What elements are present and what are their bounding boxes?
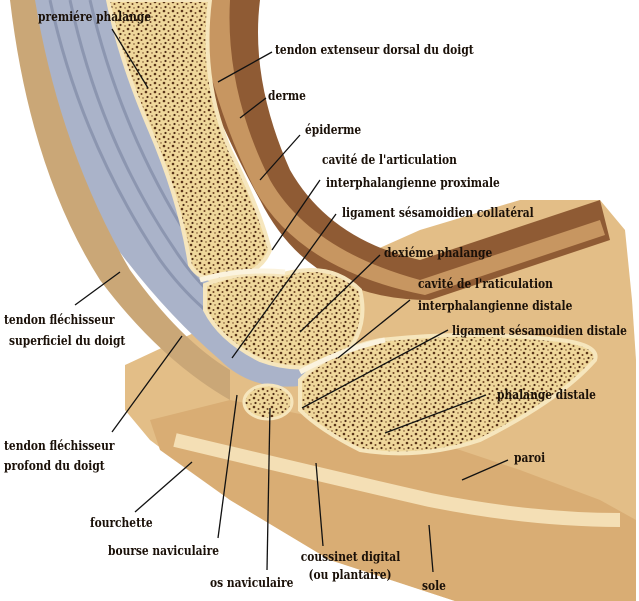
label-tendon-extenseur: tendon extenseur dorsal du doigt [275,43,474,58]
label-paroi: paroi [514,451,546,466]
leader-lines [74,28,509,573]
label-tendon-profond-line1: tendon fléchisseur [4,439,115,454]
proximal-joint [199,268,286,283]
label-cavite-proximale-line1: cavité de l'articulation [322,153,457,168]
label-epiderme: épiderme [305,123,362,138]
label-deuxieme-phalange: dexiéme phalange [384,246,493,261]
label-ligament-distal: ligament sésamoidien distale [452,324,627,339]
white-line [173,433,621,527]
label-tendon-superficiel-line1: tendon fléchisseur [4,313,115,328]
second-phalanx-bone [203,268,365,370]
label-cavite-distale-line2: interphalangienne distale [418,299,573,314]
label-cavite-proximale-line2: interphalangienne proximale [326,176,500,191]
distal-joint [298,337,386,375]
label-coussinet-line2: (ou plantaire) [308,568,392,583]
label-tendon-superficiel-line2: superficiel du doigt [9,334,126,349]
derme-band [195,0,605,295]
label-phalange-distale: phalange distale [497,388,596,403]
label-cavite-distale-line1: cavité de l'raticulation [418,277,553,292]
label-ligament-collateral: ligament sésamoidien collatéral [342,206,534,221]
tendon-sheath [10,0,230,400]
label-derme: derme [268,89,306,104]
label-tendon-profond-line2: profond du doigt [4,459,105,474]
label-bourse-naviculaire: bourse naviculaire [108,544,219,559]
sole-region [150,400,636,601]
label-coussinet-line1: coussinet digital [300,550,401,565]
navicular-bone [242,383,294,421]
label-premiere-phalange: premiére phalange [38,10,152,25]
label-os-naviculaire: os naviculaire [210,576,294,591]
label-sole: sole [422,579,446,594]
label-fourchette: fourchette [90,516,153,531]
